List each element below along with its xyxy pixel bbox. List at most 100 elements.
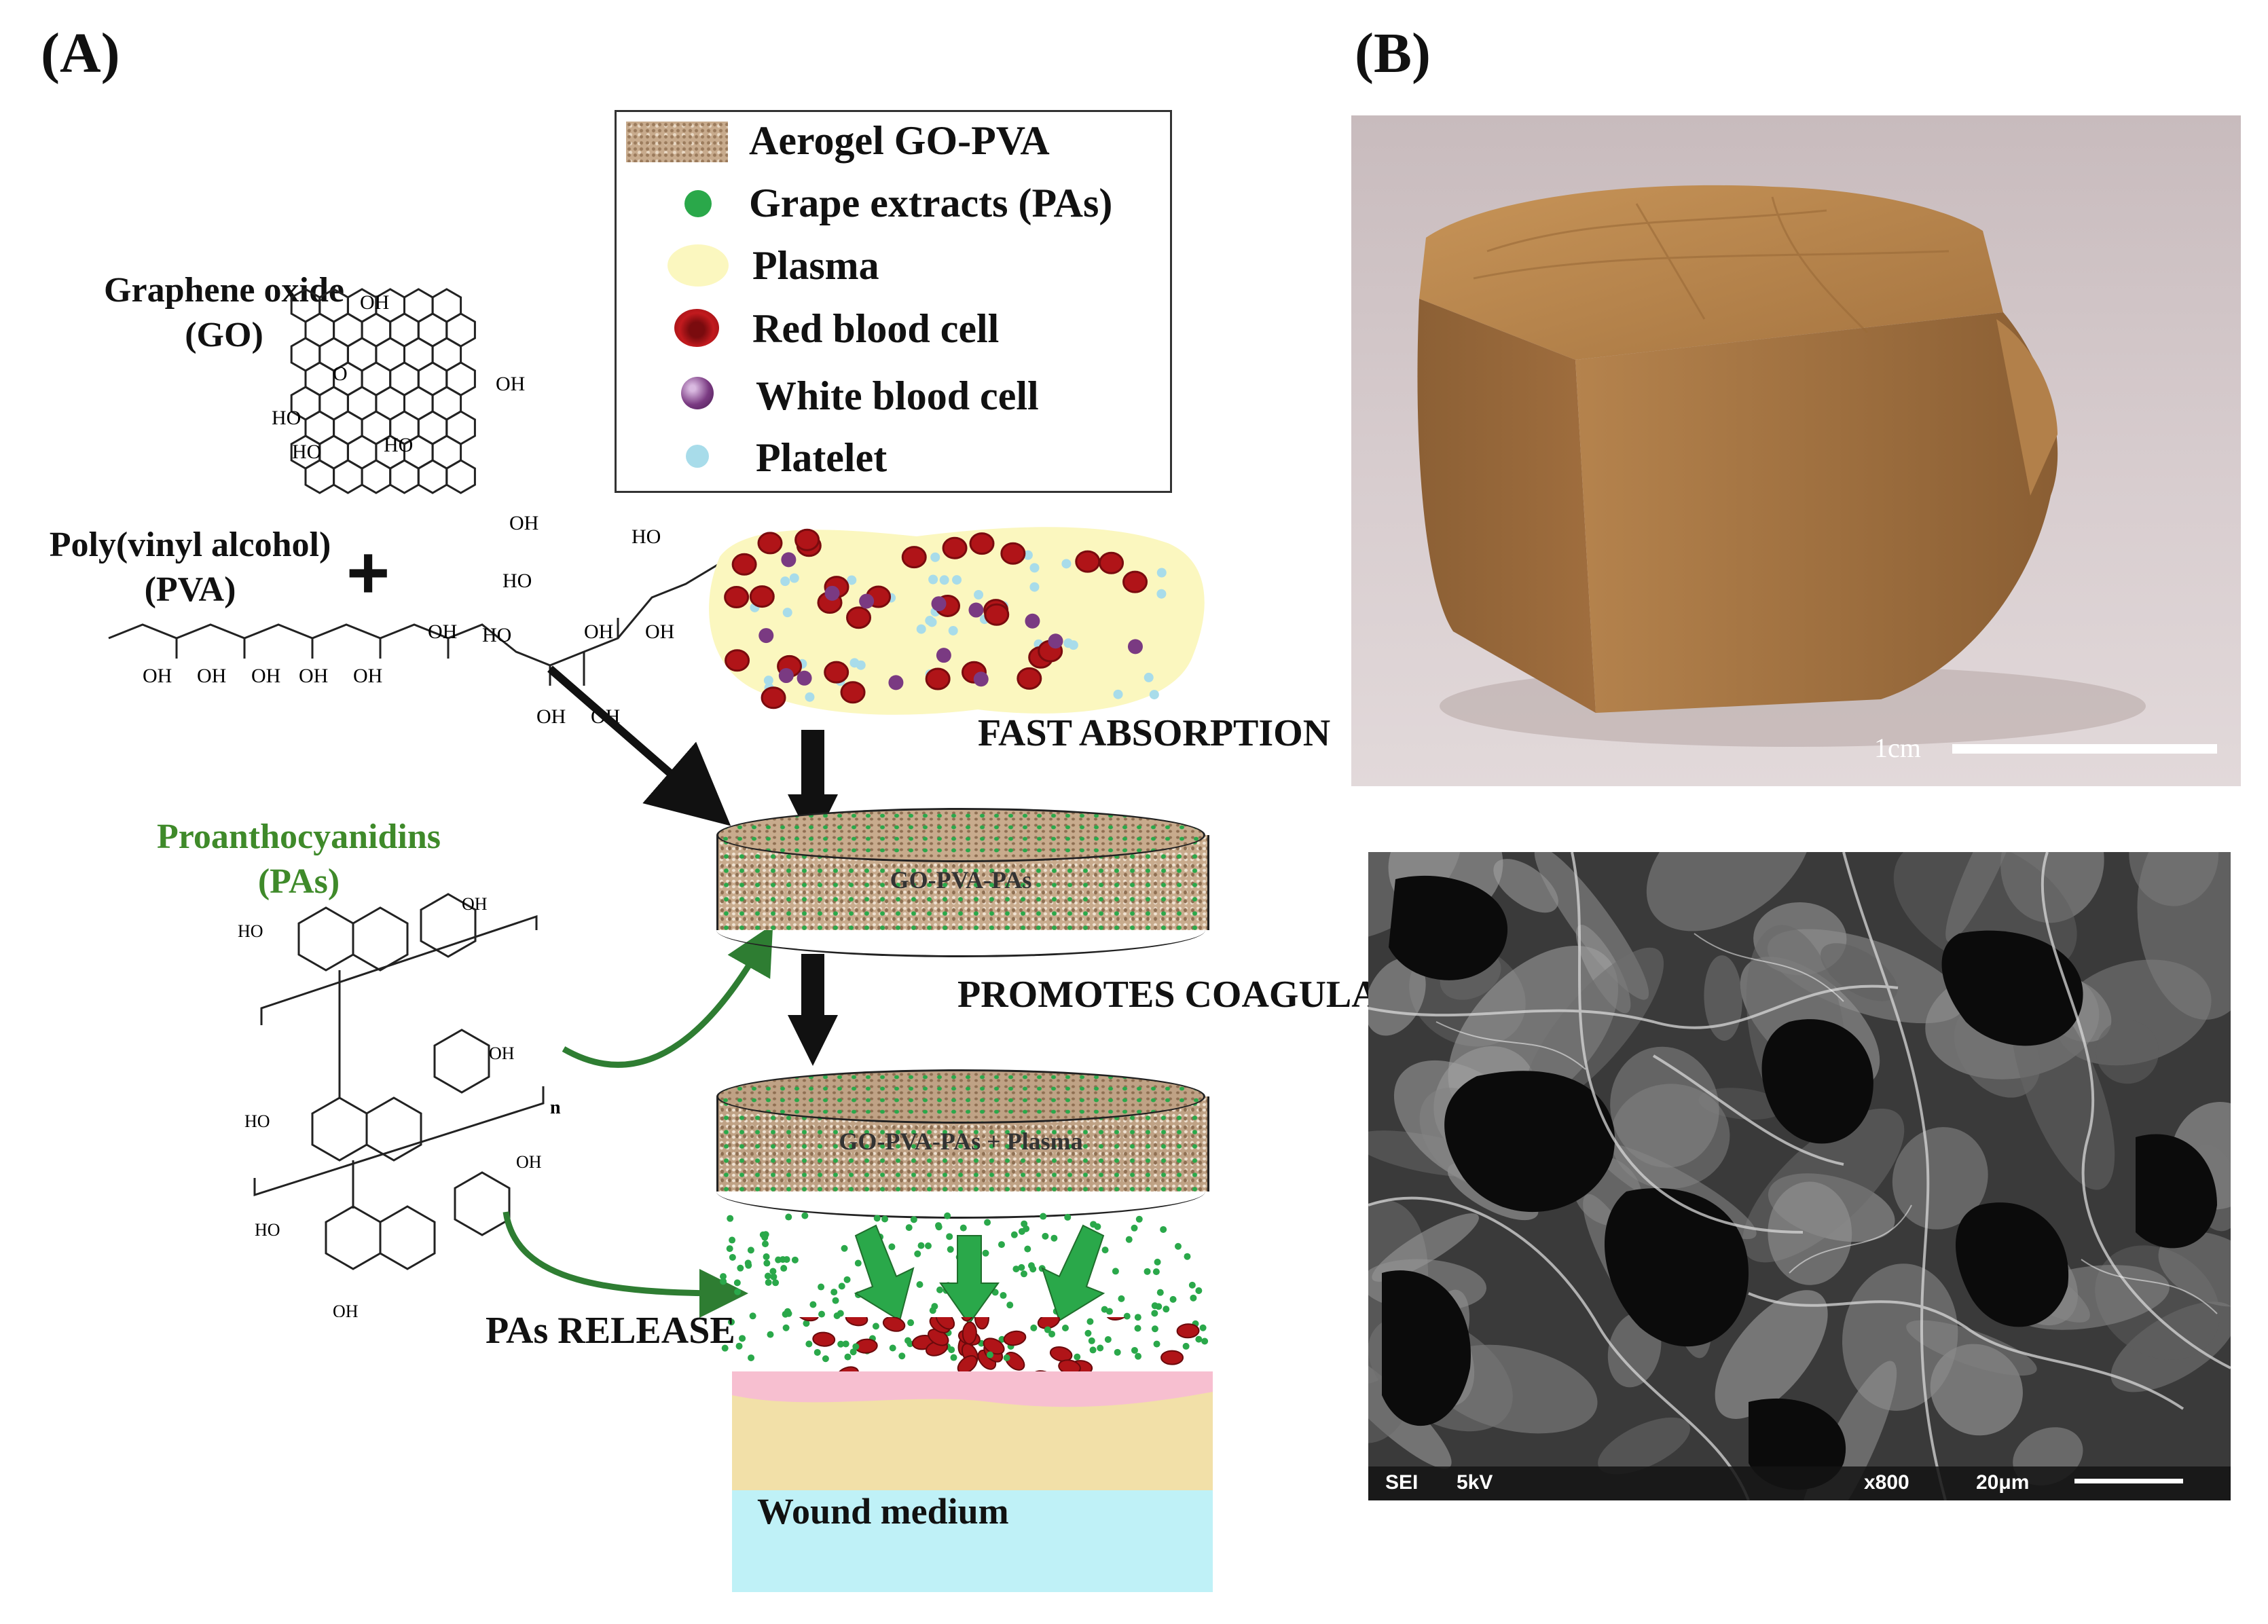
platelet-dot: [1029, 563, 1040, 573]
pa-dot: [1050, 1234, 1058, 1242]
pa-dot: [1160, 1225, 1167, 1233]
pas-oh-4: OH: [333, 1302, 359, 1317]
legend-platelet-label: Platelet: [756, 435, 888, 480]
clot-layer: [735, 1317, 1209, 1371]
platelet-dot: [782, 608, 792, 618]
clot-pa-dot: [1195, 1335, 1203, 1343]
pa-dot: [946, 1233, 953, 1240]
platelet-dot: [1156, 568, 1167, 578]
graphene-oxide-label: Graphene oxide (GO): [104, 271, 344, 354]
platelet-dot: [1063, 638, 1074, 648]
pa-dot: [843, 1276, 851, 1283]
pa-dot: [1151, 1302, 1158, 1310]
platelet-dot: [1029, 582, 1040, 592]
pa-dot: [1029, 1266, 1037, 1273]
platelet-dot: [1061, 559, 1072, 569]
pa-dot: [759, 1231, 767, 1238]
pa-dot: [720, 1273, 727, 1280]
white-blood-cell: [824, 585, 840, 601]
pa-dot: [775, 1256, 782, 1263]
white-blood-cell: [888, 675, 904, 690]
pa-dot: [924, 1242, 932, 1249]
red-blood-cell: [840, 681, 866, 704]
pa-dot: [1174, 1242, 1182, 1250]
aerogel-block-illustration: [1417, 185, 2146, 747]
clot-pa-dot: [852, 1343, 860, 1350]
pa-dot: [784, 1308, 791, 1315]
pa-dot: [881, 1215, 889, 1223]
clot-red-cell: [957, 1354, 978, 1371]
red-blood-cell: [731, 553, 757, 576]
clot-pa-dot: [842, 1340, 849, 1348]
disc1-label: GO-PVA-PAs: [890, 866, 1032, 893]
pa-dot: [1030, 1324, 1038, 1331]
sem-scale-label: 20μm: [1976, 1471, 2030, 1494]
wound-medium-label: Wound medium: [757, 1491, 1009, 1532]
pa-dot: [947, 1246, 954, 1253]
clot-pa-dot: [1135, 1352, 1142, 1360]
pva-oh-7: OH: [536, 705, 566, 728]
pa-dot: [818, 1283, 825, 1291]
pas-ho-3: HO: [255, 1220, 280, 1240]
go-ho-label-1: HO: [272, 407, 301, 429]
wound-medium-layer: [732, 1487, 1213, 1592]
pa-dot: [1000, 1292, 1007, 1299]
pa-dot: [1012, 1266, 1020, 1273]
clot-pa-dot: [1151, 1325, 1158, 1333]
platelet-dot: [1113, 689, 1123, 699]
plus-sign: +: [346, 531, 390, 614]
legend-wbc-swatch: [681, 377, 714, 409]
go-oh-label-2: OH: [496, 373, 525, 395]
red-blood-cell: [1017, 667, 1042, 690]
red-blood-cell: [725, 649, 750, 672]
pva-oh-2: OH: [197, 665, 226, 687]
pa-dot: [1024, 1245, 1031, 1253]
platelet-dot: [974, 589, 984, 599]
pa-dot: [734, 1288, 742, 1295]
pa-dot: [1020, 1270, 1027, 1278]
pa-dot: [1084, 1329, 1092, 1337]
pas-oh-3: OH: [516, 1152, 542, 1172]
clot-pa-dot: [1044, 1326, 1051, 1333]
go-oh-label-1: OH: [360, 291, 389, 314]
clot-pa-dot: [849, 1348, 857, 1356]
pa-dot: [1123, 1312, 1131, 1320]
pa-dot: [729, 1253, 736, 1261]
pa-dot: [809, 1301, 817, 1308]
pva-oh-9: OH: [584, 621, 613, 643]
red-blood-cell: [757, 532, 783, 555]
pva-oh-5: OH: [353, 665, 382, 687]
platelet-dot: [805, 692, 815, 702]
sem-sheet: [1646, 852, 1812, 931]
pa-dot: [1104, 1335, 1112, 1343]
pa-dot: [803, 1320, 810, 1327]
pas-n-label: n: [550, 1097, 561, 1118]
pa-dot: [830, 1289, 838, 1296]
legend-grape-label: Grape extracts (PAs): [749, 181, 1113, 225]
legend-box: Aerogel GO-PVA Grape extracts (PAs) Plas…: [615, 110, 1172, 493]
platelet-dot: [1023, 550, 1033, 560]
clot-red-cell: [1176, 1323, 1200, 1339]
promotes-coagulation-label: PROMOTES COAGULATION: [957, 974, 1474, 1016]
wound-pink-layer: [732, 1371, 1213, 1407]
pa-dot: [733, 1279, 741, 1287]
clot-pa-dot: [1074, 1353, 1081, 1361]
clot-pa-dot: [1061, 1325, 1069, 1332]
pa-dot: [727, 1215, 734, 1222]
red-blood-cell: [969, 532, 995, 555]
proanthocyanidins-label: Proanthocyanidins (PAs): [156, 817, 441, 901]
pas-release-arrow: [502, 1211, 748, 1318]
platelet-dot: [1156, 589, 1167, 599]
platelet-dot: [930, 552, 940, 562]
platelet-dot: [1149, 690, 1159, 700]
graphene-oxide-structure: OH OH HO HO HO OH O: [272, 288, 538, 534]
pa-dot: [917, 1242, 925, 1249]
white-blood-cell: [1127, 639, 1143, 654]
white-blood-cell: [968, 602, 984, 618]
pa-dot: [720, 1278, 727, 1285]
pva-oh-4: OH: [299, 665, 328, 687]
sem-sheet: [1610, 1046, 1719, 1168]
white-blood-cell: [936, 648, 951, 663]
sem-texture: [1368, 852, 2231, 1500]
clot-pa-dot: [767, 1331, 774, 1338]
